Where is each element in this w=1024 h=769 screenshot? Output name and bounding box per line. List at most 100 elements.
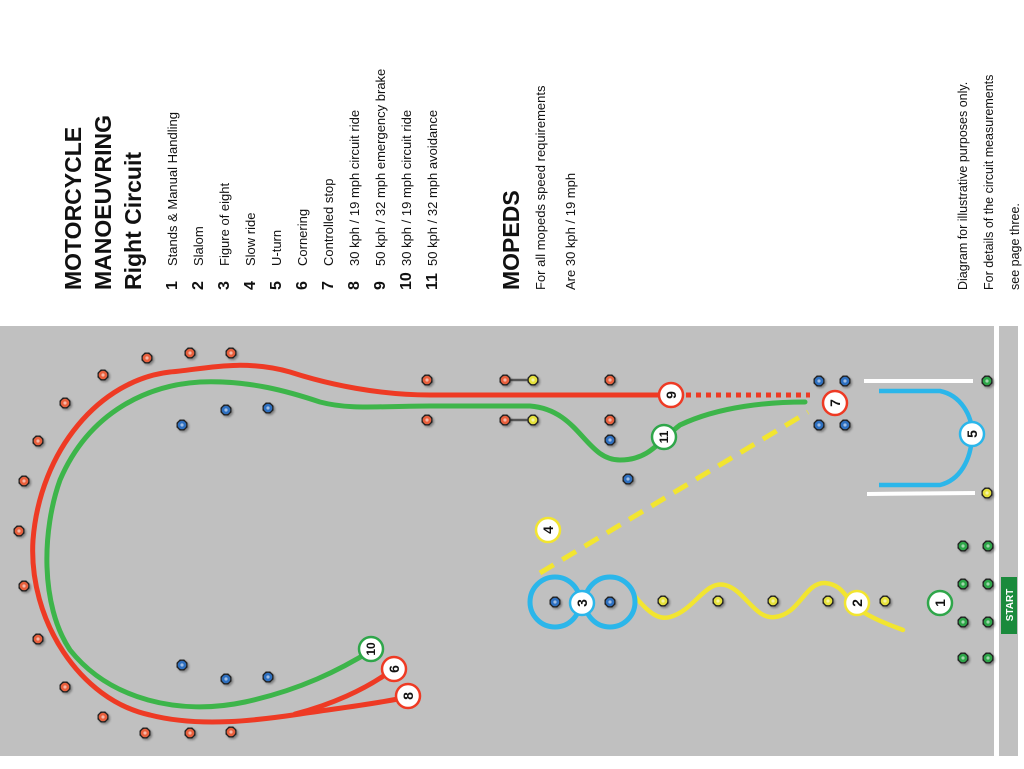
start-label: START [1005, 589, 1016, 622]
blue-cone [220, 673, 232, 685]
red-cone [184, 347, 196, 359]
yellow-cone [767, 595, 779, 607]
note-line-2: For details of the circuit measurements [982, 74, 996, 290]
red-cone [13, 525, 25, 537]
yellow-cone [712, 595, 724, 607]
red-cone [18, 580, 30, 592]
green-cone [982, 578, 994, 590]
u-turn-boundary-bottom [866, 491, 976, 496]
red-cone [184, 727, 196, 739]
red-cone [97, 711, 109, 723]
blue-cone [604, 596, 616, 608]
marker-4: 4 [534, 516, 562, 544]
title-line-2: MANOEUVRING [90, 114, 116, 290]
red-cone [32, 435, 44, 447]
green-cone [957, 578, 969, 590]
marker-label: 6 [386, 665, 402, 673]
legend-item: 1Stands & Manual Handling [164, 112, 181, 290]
yellow-cone [527, 374, 539, 386]
red-cone [59, 397, 71, 409]
blue-cone [622, 473, 634, 485]
red-cone [225, 726, 237, 738]
markers-group: 1 2 3 4 5 6 7 8 9 10 11 [357, 381, 986, 710]
cones-group [13, 347, 994, 739]
red-cone [18, 475, 30, 487]
yellow-cone [981, 487, 993, 499]
page-title: MOTORCYCLE MANOEUVRING Right Circuit [58, 115, 148, 290]
blue-cone [549, 596, 561, 608]
legend-item: 5U-turn [268, 229, 285, 290]
marker-6: 6 [380, 655, 408, 683]
red-cone [604, 374, 616, 386]
marker-label: 4 [540, 526, 556, 534]
start-sign [1001, 577, 1017, 634]
marker-2: 2 [843, 589, 871, 617]
red-cone [139, 727, 151, 739]
legend-item: 2Slalom [190, 226, 207, 290]
blue-cone [813, 419, 825, 431]
red-cone [421, 414, 433, 426]
yellow-cone [879, 595, 891, 607]
mopeds-line-2: Are 30 kph / 19 mph [563, 172, 578, 290]
blue-cone [604, 434, 616, 446]
red-cone [604, 414, 616, 426]
legend-item: 3Figure of eight [216, 182, 233, 290]
marker-9: 9 [657, 381, 685, 409]
green-cone [982, 616, 994, 628]
red-cone [421, 374, 433, 386]
legend-item: 7Controlled stop [320, 178, 337, 290]
marker-label: 8 [400, 692, 416, 700]
red-cone [499, 414, 511, 426]
red-cone [499, 374, 511, 386]
green-cone [982, 540, 994, 552]
marker-7: 7 [821, 389, 849, 417]
green-cone [982, 652, 994, 664]
marker-11: 11 [650, 423, 678, 451]
marker-1: 1 [926, 589, 954, 617]
yellow-cone [657, 595, 669, 607]
blue-cone [262, 671, 274, 683]
legend-item: 950 kph / 32 mph emergency brake [372, 68, 389, 290]
red-cone [32, 633, 44, 645]
blue-cone [813, 375, 825, 387]
green-cone [957, 540, 969, 552]
red-cone [59, 681, 71, 693]
disclaimer-notes: Diagram for illustrative purposes only. … [950, 75, 1024, 290]
legend-item: 6Cornering [294, 208, 311, 290]
legend-item: 1030 kph / 19 mph circuit ride [398, 109, 415, 290]
title-line-3: Right Circuit [120, 152, 146, 290]
blue-cone [220, 404, 232, 416]
marker-label: 10 [364, 642, 378, 656]
mopeds-line-1: For all mopeds speed requirements [533, 85, 548, 291]
blue-cone [176, 419, 188, 431]
blue-cone [839, 419, 851, 431]
red-cone [97, 369, 109, 381]
start-strip [999, 326, 1018, 756]
yellow-cone [527, 414, 539, 426]
mopeds-title: MOPEDS [498, 190, 524, 290]
legend-item: 1150 kph / 32 mph avoidance [424, 109, 441, 290]
marker-10: 10 [357, 635, 385, 663]
blue-cone [839, 375, 851, 387]
marker-label: 2 [849, 599, 865, 607]
title-line-1: MOTORCYCLE [60, 126, 86, 290]
note-line-3: see page three. [1008, 203, 1022, 290]
legend-item: 4Slow ride [242, 212, 259, 290]
yellow-cone [822, 595, 834, 607]
red-cone [141, 352, 153, 364]
mopeds-section: MOPEDS For all mopeds speed requirements… [494, 86, 584, 291]
marker-8: 8 [394, 682, 422, 710]
green-cone [981, 375, 993, 387]
marker-label: 11 [657, 430, 671, 443]
green-cone [957, 616, 969, 628]
marker-5: 5 [958, 420, 986, 448]
legend-item: 830 kph / 19 mph circuit ride [346, 109, 363, 290]
marker-3: 3 [568, 589, 596, 617]
red-cone [225, 347, 237, 359]
legend-list: 1Stands & Manual Handling 2Slalom 3Figur… [160, 69, 446, 290]
marker-label: 1 [932, 599, 948, 607]
marker-label: 7 [827, 399, 843, 407]
marker-label: 9 [663, 391, 679, 399]
red-circuit-path [30, 362, 673, 725]
